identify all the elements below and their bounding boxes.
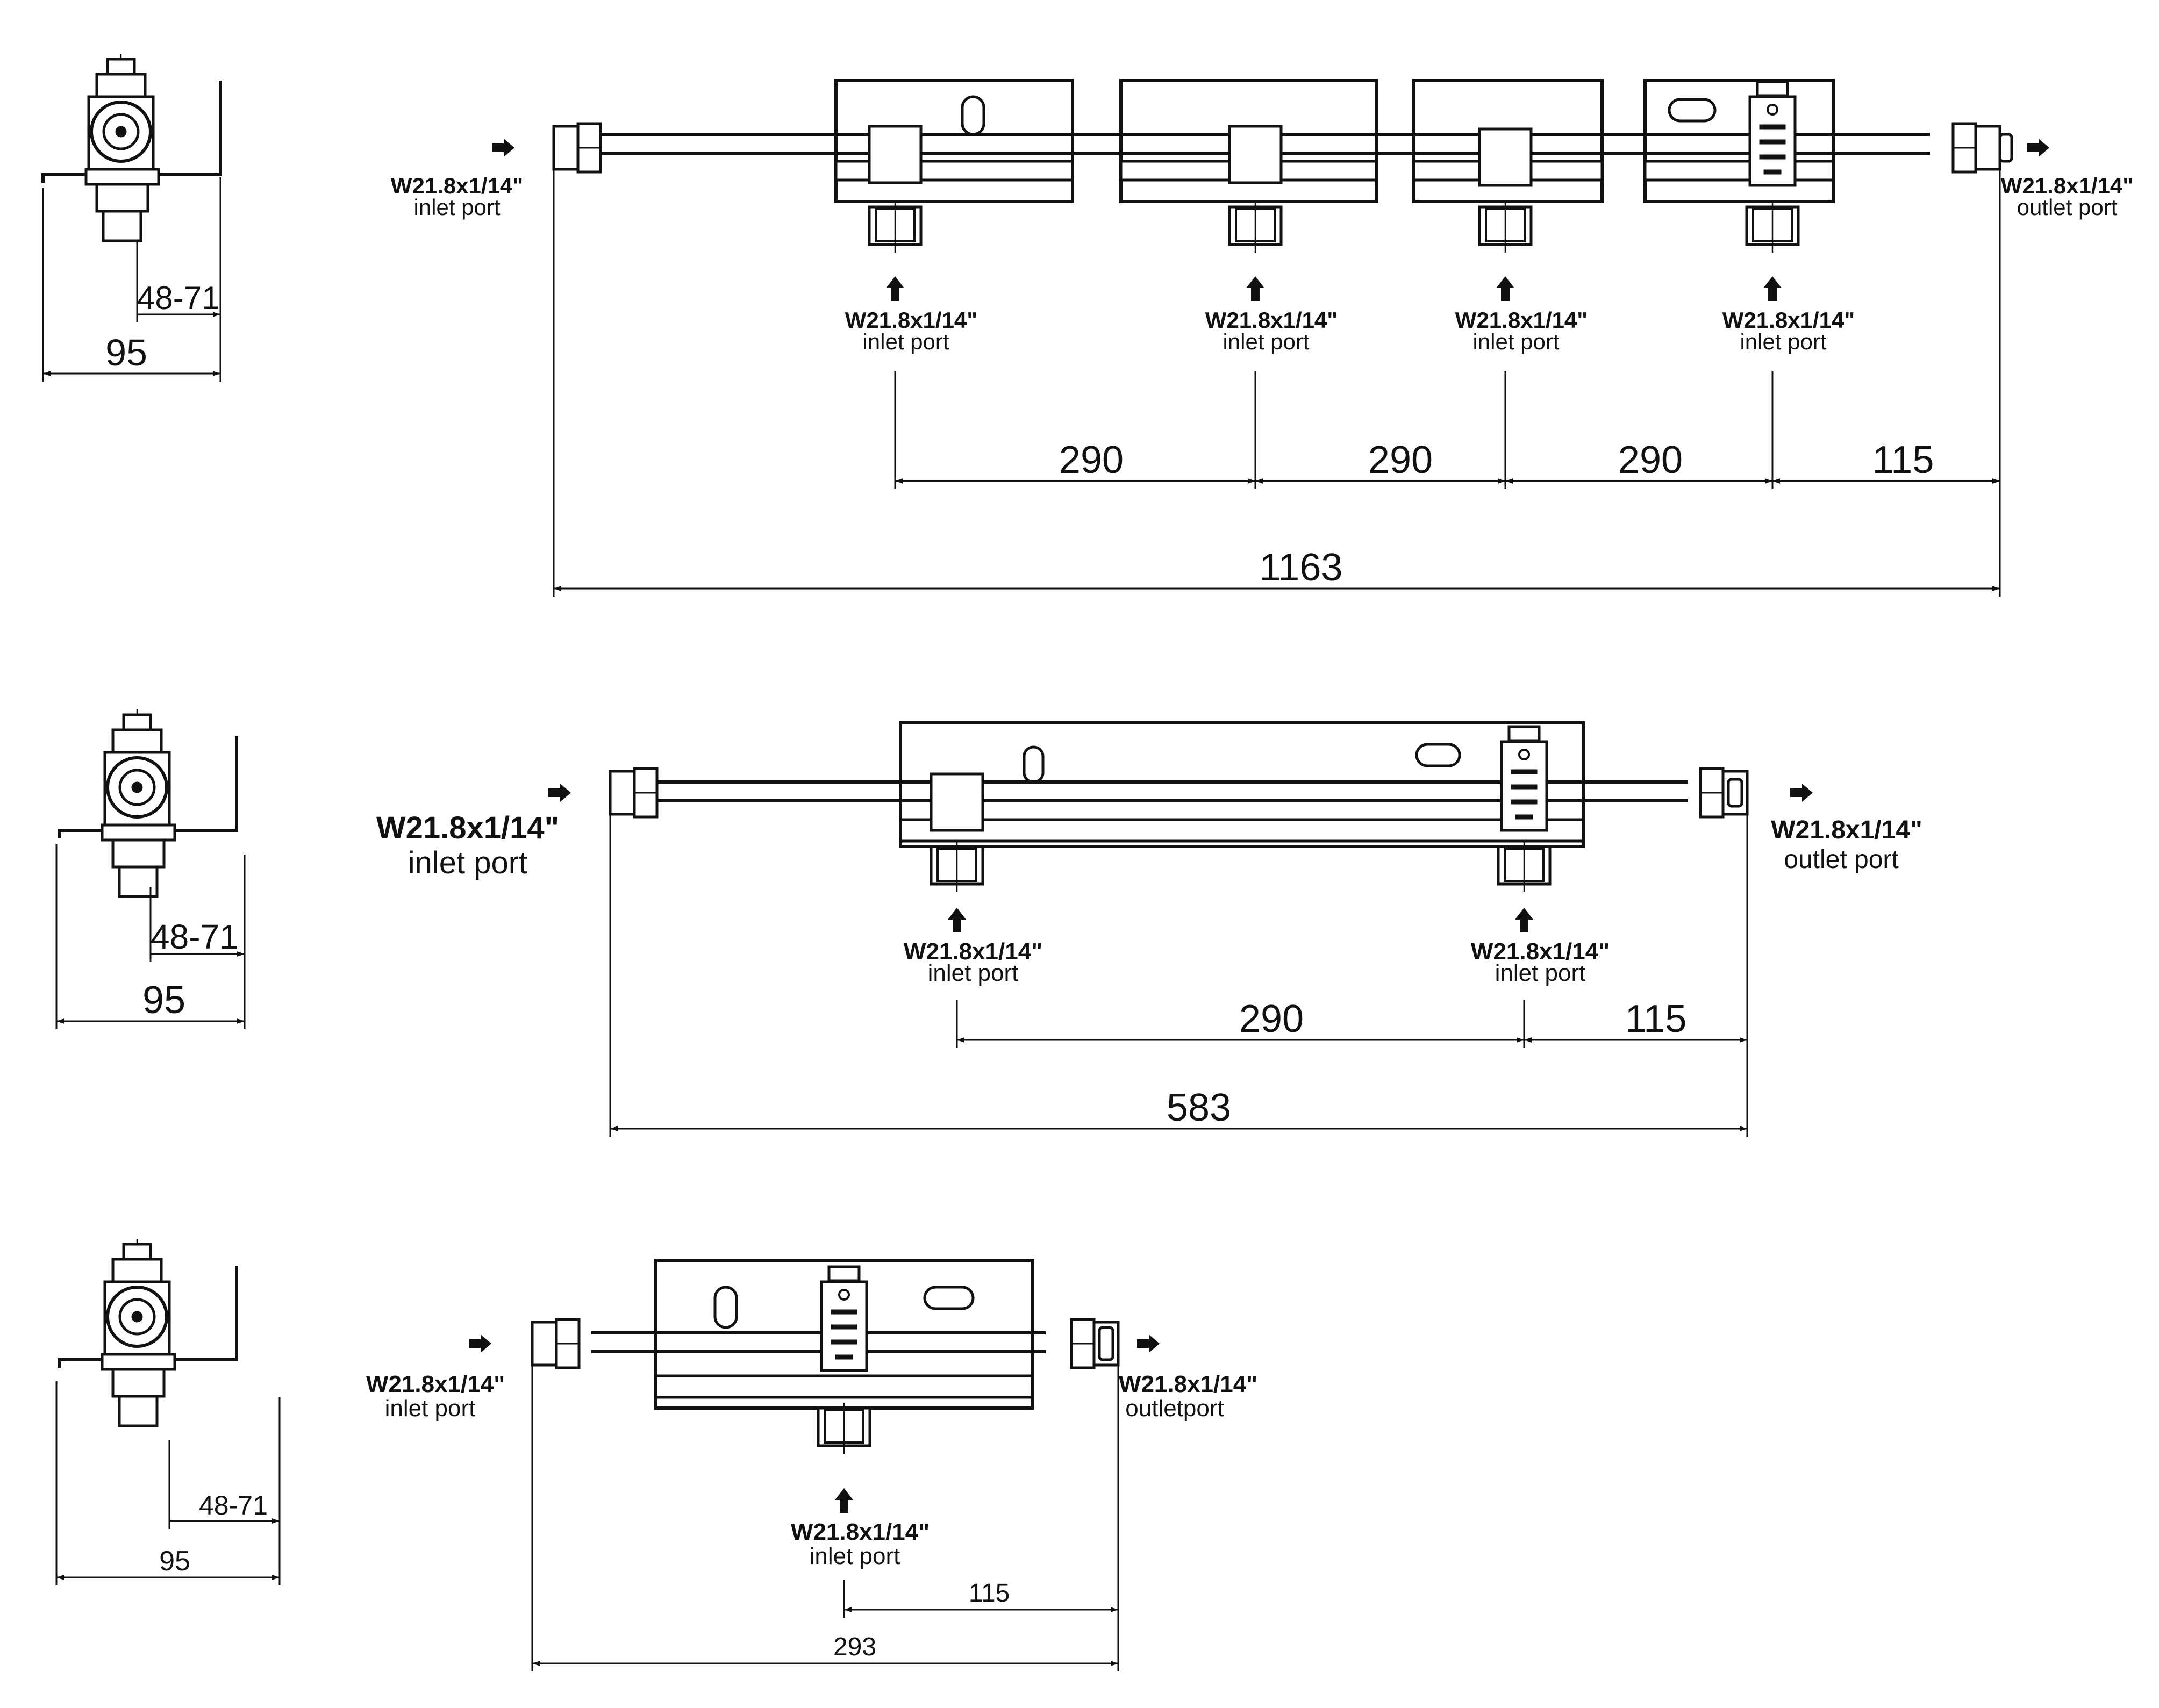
- spacing-2b: 115: [1625, 997, 1687, 1040]
- spacing-1d: 115: [1872, 439, 1934, 482]
- side-width-label-2: 95: [142, 979, 185, 1022]
- spacing-1c: 290: [1618, 439, 1683, 482]
- bottom-port-spec-2b: W21.8x1/14": [1471, 938, 1610, 965]
- side-width-label-1: 95: [105, 332, 147, 374]
- bottom-port-spec-3a: W21.8x1/14": [791, 1519, 930, 1545]
- view-two-station: 48-71 95 W21.8x1/14" inlet port W21.8x1/…: [55, 709, 1922, 1137]
- side-view-3: [59, 1239, 237, 1426]
- side-view-2: [59, 709, 237, 896]
- bottom-port-name-1d: inlet port: [1740, 329, 1826, 354]
- bottom-port-name-2b: inlet port: [1495, 960, 1586, 986]
- right-port-spec-1: W21.8x1/14": [2001, 173, 2133, 198]
- bottom-port-spec-1d: W21.8x1/14": [1722, 307, 1855, 333]
- left-port-name-2: inlet port: [408, 845, 527, 880]
- view-one-station: 48-71 95 W21.8x1/14" inlet port W21.8x1/…: [55, 1239, 1257, 1671]
- bottom-port-name-3a: inlet port: [810, 1543, 900, 1569]
- spacing-1b: 290: [1368, 439, 1433, 482]
- view-four-station: 48-71 95 W21.8x1/14" inlet: [43, 54, 2133, 597]
- bottom-port-name-1a: inlet port: [862, 329, 949, 354]
- spacing-1a: 290: [1059, 439, 1124, 482]
- left-port-name-3: inlet port: [385, 1395, 476, 1422]
- side-width-label-3: 95: [159, 1546, 190, 1577]
- bottom-port-name-1c: inlet port: [1472, 329, 1559, 354]
- side-range-label-3: 48-71: [199, 1490, 268, 1520]
- right-port-spec-3: W21.8x1/14": [1119, 1371, 1257, 1397]
- bottom-port-name-2a: inlet port: [928, 960, 1019, 986]
- bottom-port-spec-1c: W21.8x1/14": [1455, 307, 1588, 333]
- bottom-port-spec-1a: W21.8x1/14": [845, 307, 977, 333]
- bottom-port-name-1b: inlet port: [1223, 329, 1309, 354]
- right-port-spec-2: W21.8x1/14": [1771, 816, 1922, 844]
- bottom-port-spec-1b: W21.8x1/14": [1205, 307, 1338, 333]
- side-range-label-2: 48-71: [151, 917, 239, 956]
- overall-length-3: 293: [833, 1633, 876, 1661]
- overall-length-2: 583: [1167, 1086, 1231, 1129]
- bottom-port-spec-2a: W21.8x1/14": [904, 938, 1042, 965]
- spacing-3a: 115: [969, 1579, 1010, 1607]
- right-port-name-2: outlet port: [1784, 845, 1898, 874]
- left-port-spec-1: W21.8x1/14": [391, 173, 523, 198]
- side-view-1: [43, 54, 220, 241]
- left-port-name-1: inlet port: [413, 195, 500, 220]
- side-range-label-1: 48-71: [137, 280, 219, 316]
- left-port-spec-2: W21.8x1/14": [376, 810, 559, 845]
- spacing-2a: 290: [1239, 997, 1304, 1040]
- right-port-name-3: outletport: [1125, 1395, 1224, 1422]
- right-port-name-1: outlet port: [2017, 195, 2118, 220]
- overall-length-1: 1163: [1260, 546, 1343, 589]
- left-port-spec-3: W21.8x1/14": [366, 1371, 505, 1397]
